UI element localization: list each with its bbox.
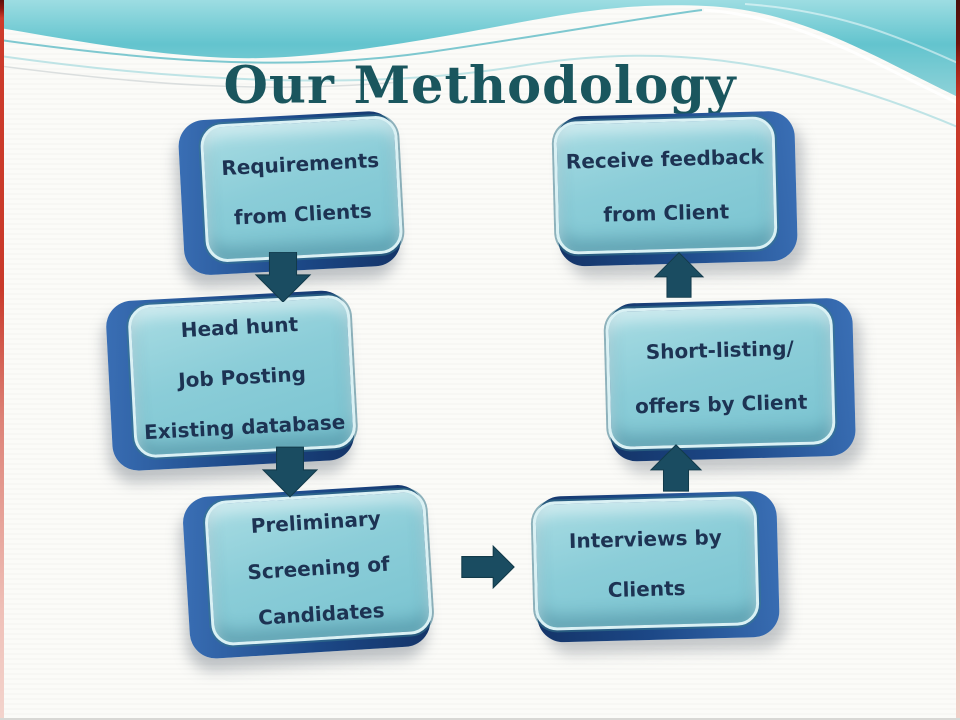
video-edge-artifact-left	[0, 0, 4, 720]
flow-node-interviews: Interviews by Clients	[532, 490, 780, 643]
node-line: offers by Client	[634, 389, 808, 418]
flow-node-feedback: Receive feedback from Client	[553, 110, 799, 267]
node-face: Receive feedback from Client	[553, 116, 778, 255]
connector-right-arrow-icon	[461, 544, 515, 590]
node-line: Job Posting	[177, 361, 307, 392]
connector-up-arrow-icon	[653, 252, 705, 298]
flow-node-shortlisting: Short-listing/ offers by Client	[605, 297, 857, 462]
connector-up-arrow-icon	[649, 444, 703, 492]
flow-node-requirements: Requirements from Clients	[177, 110, 404, 277]
video-edge-artifact-right	[956, 0, 960, 720]
node-line: Short-listing/	[645, 335, 795, 364]
node-line: from Client	[602, 198, 730, 227]
slide-title: Our Methodology	[223, 56, 737, 116]
wave-line	[0, 9, 703, 64]
node-face: Short-listing/ offers by Client	[605, 303, 836, 450]
wave-line	[703, 8, 960, 106]
node-face: Preliminary Screening of Candidates	[203, 488, 434, 647]
flow-node-screening: Preliminary Screening of Candidates	[181, 483, 434, 660]
wave-band	[0, 0, 960, 98]
node-face: Requirements from Clients	[199, 114, 404, 264]
connector-down-arrow-icon	[254, 252, 312, 302]
node-line: Interviews by	[568, 524, 723, 553]
node-line: Candidates	[257, 597, 386, 630]
wave-line	[0, 54, 960, 129]
connector-down-arrow-icon	[261, 446, 319, 498]
node-line: Clients	[607, 575, 686, 602]
node-face: Interviews by Clients	[532, 496, 760, 631]
node-line: Requirements	[220, 147, 380, 181]
node-face: Head hunt Job Posting Existing database	[127, 294, 357, 459]
wave-line	[744, 3, 960, 65]
flow-node-sourcing: Head hunt Job Posting Existing database	[104, 289, 357, 472]
header-wave-graphic	[0, 0, 960, 129]
node-line: from Clients	[233, 198, 373, 230]
node-line: Preliminary	[250, 505, 382, 538]
wave-line	[0, 65, 401, 88]
bottom-divider	[0, 718, 960, 720]
node-line: Receive feedback	[565, 143, 765, 174]
node-line: Head hunt	[180, 311, 299, 342]
